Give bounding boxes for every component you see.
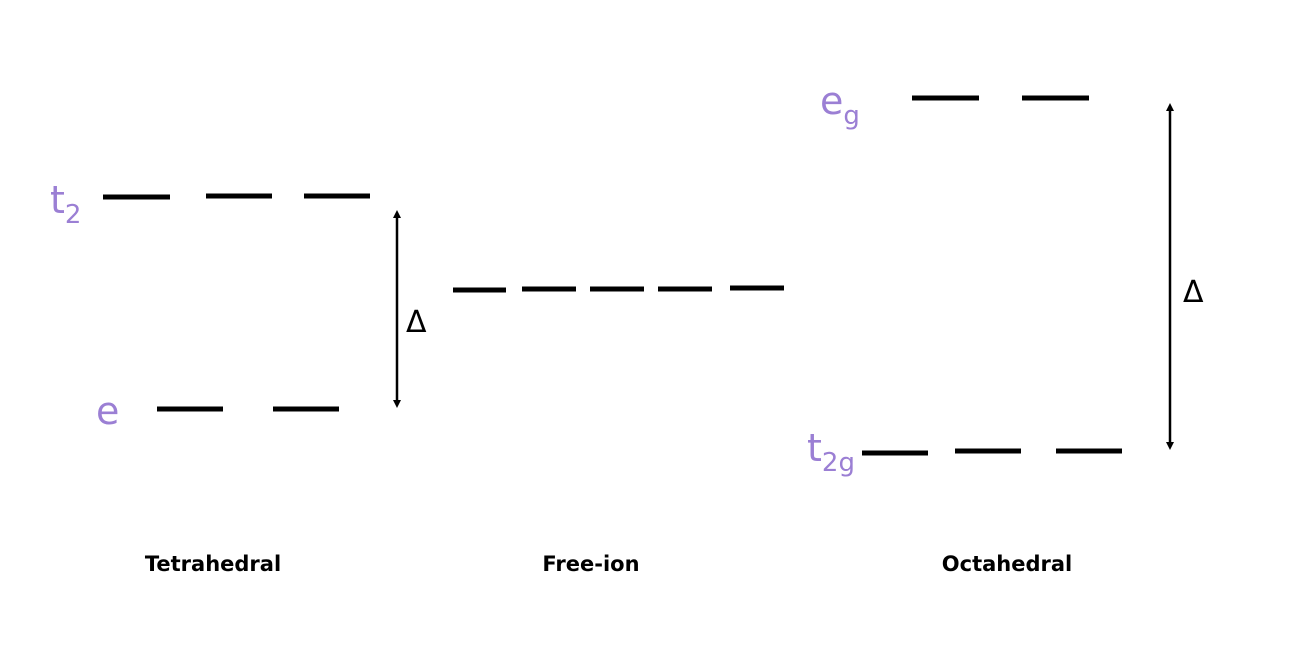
free-ion-title: Free-ion	[542, 552, 639, 576]
octahedral-delta-label: Δ	[1183, 275, 1204, 310]
tetrahedral-title: Tetrahedral	[145, 552, 281, 576]
eg-label: eg	[820, 79, 860, 131]
octahedral-t2g-levels	[862, 448, 1122, 456]
e-label: e	[96, 389, 119, 433]
octahedral-title: Octahedral	[942, 552, 1072, 576]
tetrahedral-delta-label: Δ	[406, 305, 427, 340]
t2-label: t2	[50, 178, 81, 230]
t2g-label: t2g	[807, 426, 855, 478]
tetrahedral-t2-levels	[103, 193, 370, 200]
free-ion-levels	[453, 285, 784, 293]
